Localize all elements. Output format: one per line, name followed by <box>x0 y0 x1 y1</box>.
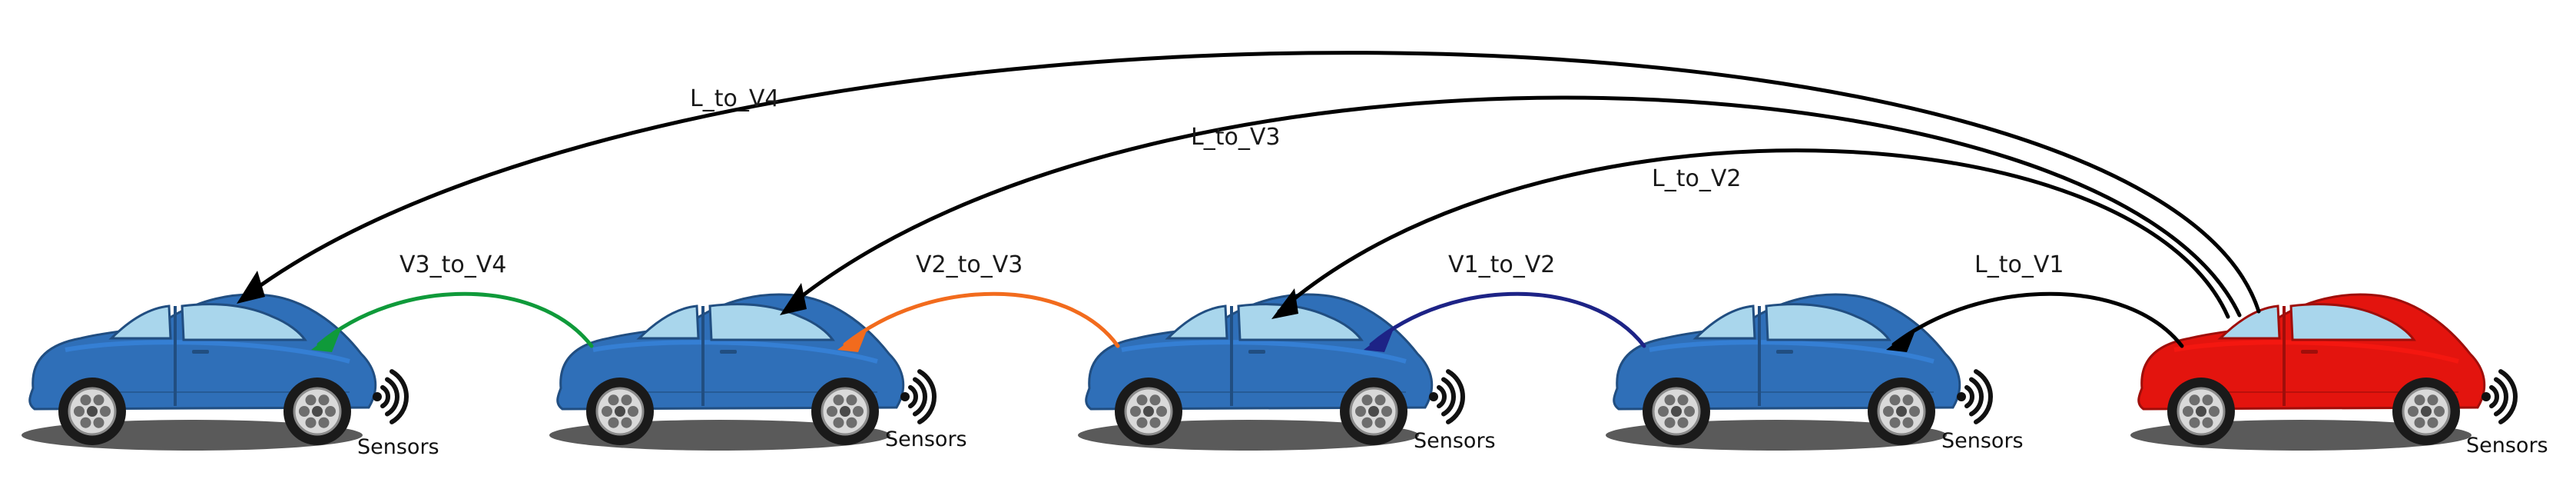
rear-window-icon <box>2217 304 2281 340</box>
vehicle-v2: Sensors <box>1078 293 1496 453</box>
rear-window-icon <box>108 304 172 340</box>
link-v2-to-v3-arrowhead <box>837 327 868 352</box>
link-l-to-v3-arc <box>785 95 2242 318</box>
link-label-v2-to-v3: V2_to_V3 <box>916 251 1023 278</box>
rear-window-icon <box>1692 304 1756 340</box>
sensor-wave-icon <box>1957 369 1993 424</box>
link-v1-to-v2-arrowhead <box>1364 327 1394 352</box>
sensor-label: Sensors <box>1941 429 2024 453</box>
link-label-l-to-v4: L_to_V4 <box>690 85 779 112</box>
sensor-label: Sensors <box>1414 429 1496 453</box>
vehicle-v3: Sensors <box>549 293 967 451</box>
sensor-wave-icon <box>2482 369 2518 424</box>
front-window-icon <box>1237 303 1364 341</box>
link-v3-to-v4-arrowhead <box>311 327 342 352</box>
vehicle-l: Sensors <box>2130 293 2548 457</box>
front-window-icon <box>181 303 307 341</box>
link-l-to-v2-arc <box>1277 148 2230 319</box>
sensor-label: Sensors <box>885 427 967 451</box>
front-window-icon <box>1765 303 1891 341</box>
link-label-v3-to-v4: V3_to_V4 <box>399 251 506 278</box>
link-l-to-v1-arrowhead <box>1886 327 1917 352</box>
front-window-icon <box>2289 303 2416 341</box>
vehicle-v1: Sensors <box>1606 293 2024 453</box>
link-label-l-to-v1: L_to_V1 <box>1974 251 2064 278</box>
rear-window-icon <box>1165 304 1228 340</box>
link-label-l-to-v2: L_to_V2 <box>1652 165 1741 192</box>
link-v2-to-v3-arc <box>843 291 1120 348</box>
link-l-to-v4-arrowhead <box>237 271 265 304</box>
link-v3-to-v4-arc <box>317 291 594 348</box>
sensor-wave-icon <box>1429 369 1465 424</box>
front-window-icon <box>708 303 835 341</box>
link-v1-to-v2-arc <box>1369 291 1646 348</box>
link-l-to-v1-arc <box>1891 291 2184 348</box>
sensor-wave-icon <box>373 369 409 424</box>
vehicle-v4: Sensors <box>22 293 439 459</box>
link-l-to-v4-arc <box>244 51 2261 314</box>
sensor-wave-icon <box>900 369 937 424</box>
link-label-v1-to-v2: V1_to_V2 <box>1448 251 1555 278</box>
link-label-l-to-v3: L_to_V3 <box>1191 124 1280 151</box>
sensor-label: Sensors <box>357 435 439 459</box>
link-l-to-v3-arrowhead <box>780 283 807 315</box>
link-l-to-v2-arrowhead <box>1271 288 1298 319</box>
sensor-label: Sensors <box>2466 434 2548 457</box>
rear-window-icon <box>636 304 700 340</box>
